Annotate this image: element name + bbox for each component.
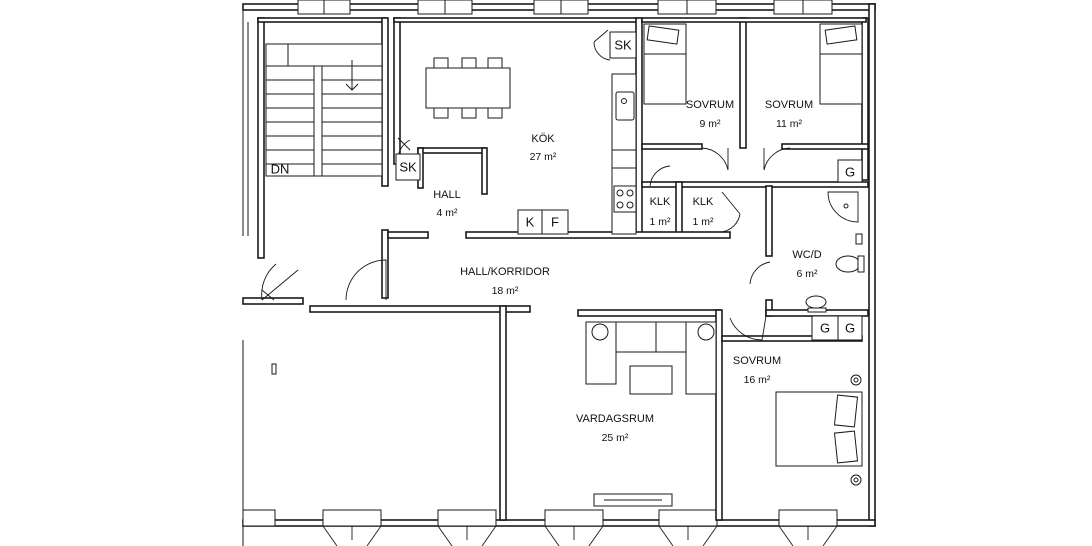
label-boxes bbox=[395, 31, 863, 341]
wardrobe-tag-bedroom-2: G bbox=[845, 165, 855, 180]
room-area-korridor: 18 m² bbox=[492, 285, 519, 297]
room-name-sovrum-2: SOVRUM bbox=[765, 99, 813, 111]
closet-tag-hall: SK bbox=[399, 160, 417, 175]
closet-tag-kitchen: SK bbox=[614, 38, 632, 53]
room-area-kok: 27 m² bbox=[530, 151, 557, 163]
windows-top bbox=[297, 0, 833, 15]
room-area-sovrum-3: 16 m² bbox=[744, 374, 771, 386]
freezer-tag: F bbox=[551, 215, 559, 230]
room-area-wcd: 6 m² bbox=[797, 268, 819, 280]
kitchen-furniture bbox=[425, 57, 637, 235]
fridge-tag: K bbox=[526, 215, 535, 230]
stair-label: DN bbox=[271, 162, 290, 177]
room-area-hall: 4 m² bbox=[437, 207, 459, 219]
room-area-klk-2: 1 m² bbox=[693, 216, 715, 228]
room-name-wcd: WC/D bbox=[792, 249, 821, 261]
door-swings bbox=[261, 29, 791, 341]
windows-bottom bbox=[242, 509, 838, 546]
room-name-korridor: HALL/KORRIDOR bbox=[460, 266, 550, 278]
room-area-vardagsrum: 25 m² bbox=[602, 432, 629, 444]
beds bbox=[643, 23, 863, 486]
wardrobe-tag-bedroom-3a: G bbox=[820, 321, 830, 336]
room-name-sovrum-1: SOVRUM bbox=[686, 99, 734, 111]
interior-walls bbox=[242, 17, 869, 521]
room-name-sovrum-3: SOVRUM bbox=[733, 355, 781, 367]
bathroom-fixtures bbox=[805, 191, 865, 313]
room-name-vardagsrum: VARDAGSRUM bbox=[576, 413, 654, 425]
room-name-kok: KÖK bbox=[531, 133, 555, 145]
living-room-furniture bbox=[271, 321, 717, 507]
stairs bbox=[265, 43, 383, 177]
room-area-sovrum-2: 11 m² bbox=[776, 118, 803, 130]
room-name-hall: HALL bbox=[433, 189, 461, 201]
room-area-sovrum-1: 9 m² bbox=[700, 118, 722, 130]
room-area-klk-1: 1 m² bbox=[650, 216, 672, 228]
room-name-klk-2: KLK bbox=[693, 196, 714, 208]
wardrobe-tag-bedroom-3b: G bbox=[845, 321, 855, 336]
room-name-klk-1: KLK bbox=[650, 196, 671, 208]
